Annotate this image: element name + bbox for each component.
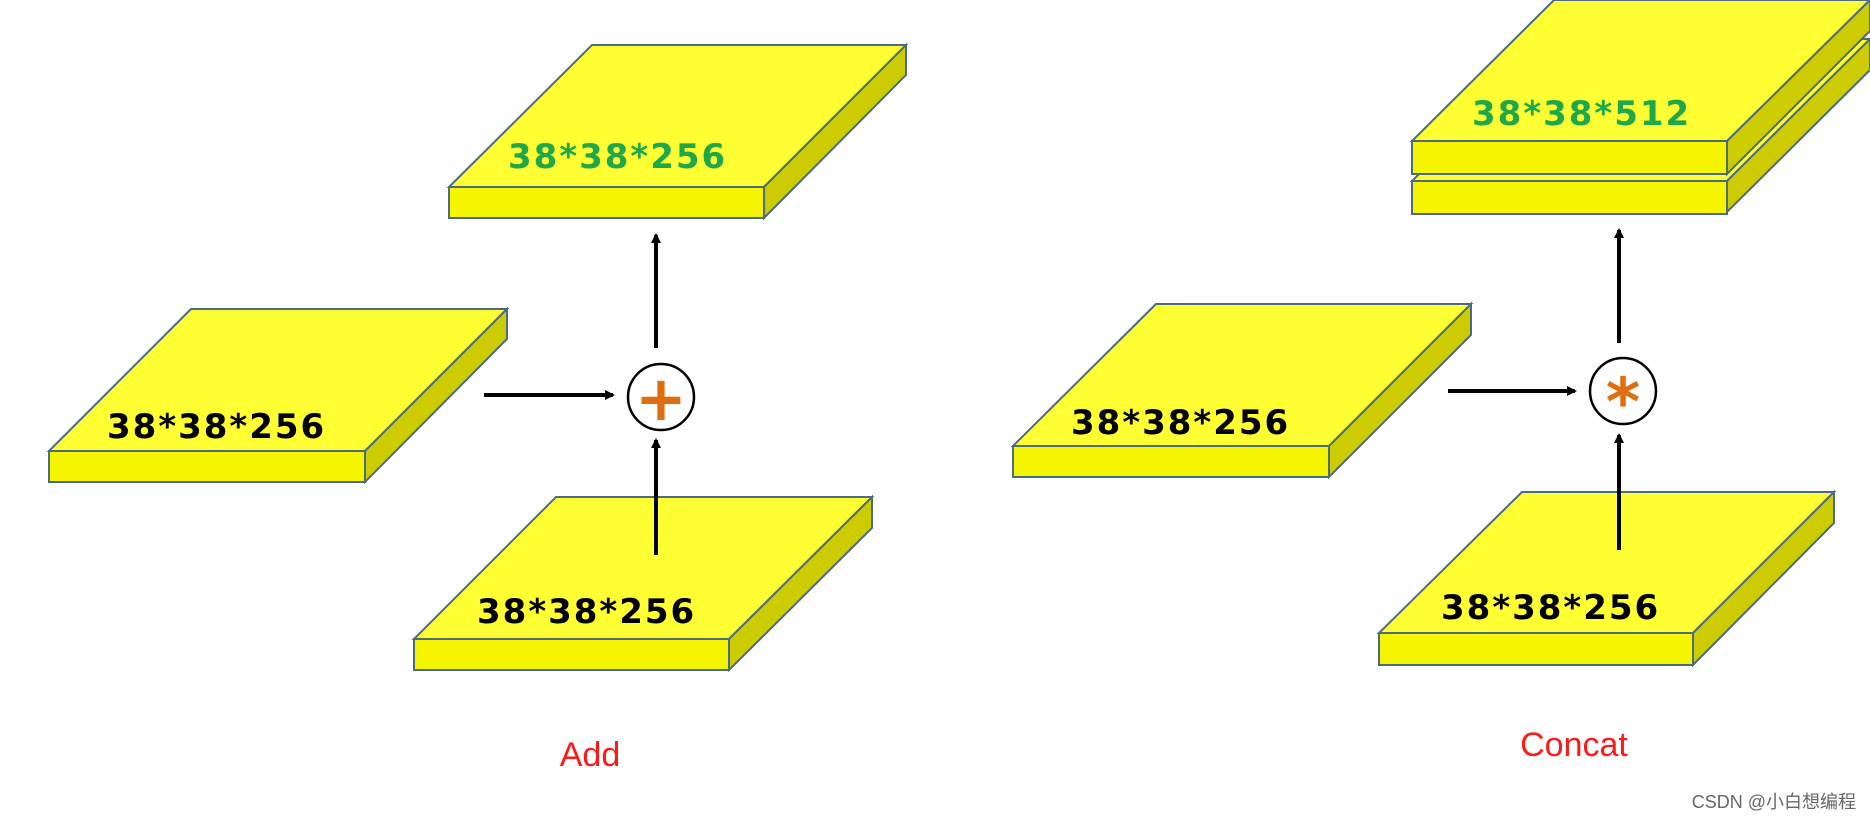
asterisk-icon: * <box>1606 364 1641 441</box>
concat-output-label: 38*38*512 <box>1472 94 1691 134</box>
add-output-label: 38*38*256 <box>508 137 727 177</box>
concat-bottom-input-label: 38*38*256 <box>1441 588 1660 628</box>
slab-front-face <box>48 450 366 483</box>
watermark: CSDN @小白想编程 <box>1692 792 1856 812</box>
operator-circle <box>1588 356 1658 426</box>
slab-front-face <box>448 186 765 219</box>
concat-left-input-label: 38*38*256 <box>1071 403 1290 443</box>
add-bottom-input-slab: 38*38*256 <box>411 494 875 673</box>
add-output-slab: 38*38*256 <box>446 42 909 221</box>
add-left-input-slab: 38*38*256 <box>46 306 510 485</box>
add-left-input-label: 38*38*256 <box>107 407 326 447</box>
plus-icon: + <box>635 362 687 435</box>
add-caption: Add <box>560 736 621 774</box>
slab-front-face <box>413 638 730 671</box>
concat-output-slab-upper: 38*38*512 <box>1409 0 1870 177</box>
concat-bottom-input-slab: 38*38*256 <box>1376 489 1837 668</box>
concat-operator-node: * <box>1588 356 1658 441</box>
add-bottom-input-label: 38*38*256 <box>477 592 696 632</box>
slab-front-face <box>1378 632 1694 666</box>
add-operator-node: + <box>626 362 696 435</box>
operator-circle <box>626 362 696 432</box>
slab-front-face <box>1411 180 1728 215</box>
concat-caption: Concat <box>1520 726 1628 764</box>
slab-front-face <box>1411 140 1728 175</box>
slab-front-face <box>1012 445 1330 478</box>
concat-left-input-slab: 38*38*256 <box>1010 301 1474 480</box>
